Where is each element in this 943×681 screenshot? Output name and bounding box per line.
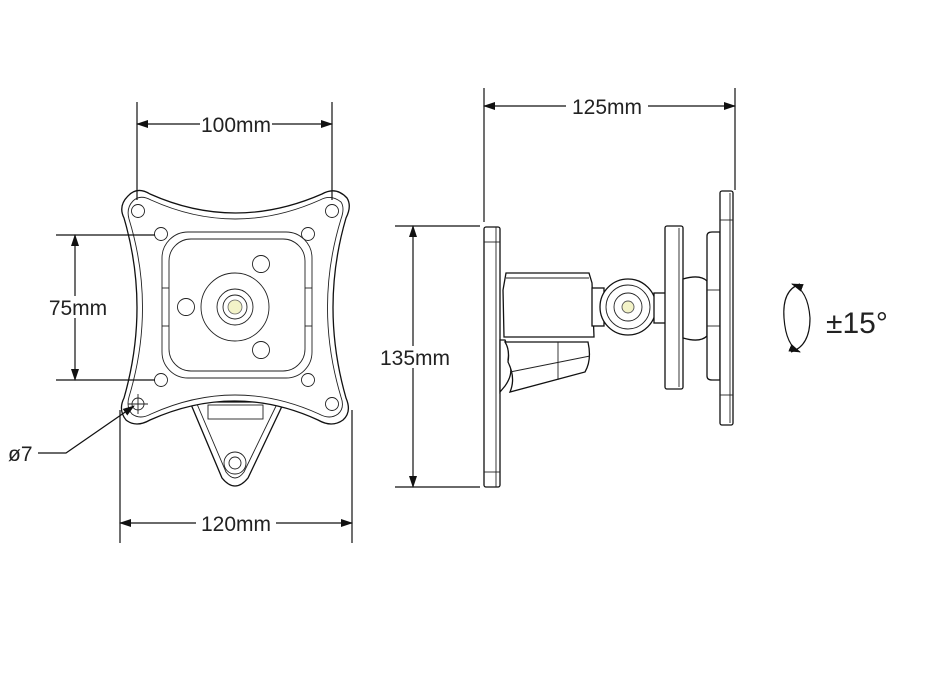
dimension-label-120mm: 120mm [201, 513, 271, 536]
dimension-75mm: 75mm [44, 234, 155, 381]
side-view-mount [483, 190, 734, 488]
dimension-135mm: 135mm [376, 225, 480, 488]
dimension-125mm: 125mm [483, 88, 736, 222]
dimension-hole-diameter: ø7 [8, 405, 135, 466]
dimension-label-125mm: 125mm [572, 96, 642, 119]
tilt-angle-label: ±15° [826, 307, 888, 340]
dimension-label-100mm: 100mm [201, 114, 271, 137]
dimension-120mm: 120mm [119, 410, 353, 543]
rotation-arrow-icon [783, 283, 811, 353]
dimension-label-hole: ø7 [8, 443, 33, 466]
dimension-label-135mm: 135mm [380, 347, 450, 370]
dimension-100mm: 100mm [136, 102, 333, 200]
front-view-plate [120, 189, 350, 487]
dimension-label-75mm: 75mm [49, 297, 107, 320]
